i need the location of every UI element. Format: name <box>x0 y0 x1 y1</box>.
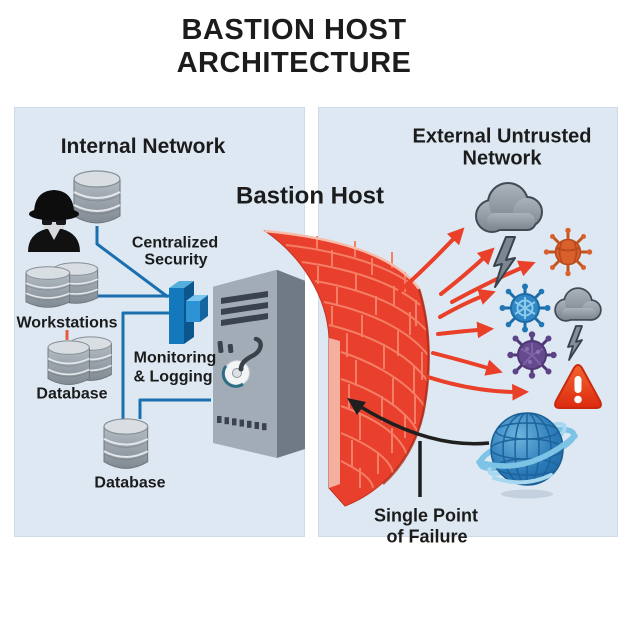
attack-arrow <box>439 247 495 296</box>
attack-arrow <box>398 227 465 293</box>
single-point-of-failure-label-line1: Single Point <box>373 505 479 526</box>
page-title-line1: BASTION HOST <box>181 13 407 46</box>
external-network-heading-line1: External Untrusted <box>412 125 592 148</box>
bastion-host-label: Bastion Host <box>235 182 385 210</box>
connection-line <box>138 398 211 419</box>
workstations-label: Workstations <box>16 314 118 332</box>
monitoring-logging-label-line1: Monitoring <box>133 349 217 367</box>
attack-arrows <box>398 227 536 401</box>
single-point-pointer-arrow <box>347 398 490 497</box>
internal-network-heading: Internal Network <box>60 134 226 158</box>
server-icon <box>212 269 306 458</box>
database-label-1: Database <box>36 385 108 403</box>
hacker-icon <box>28 190 80 252</box>
monitoring-logging-label-line2: & Logging <box>133 368 213 386</box>
attack-arrow <box>438 288 496 319</box>
database-icon <box>73 170 121 224</box>
workstations-icon <box>25 261 99 309</box>
globe-icon <box>476 412 578 499</box>
attack-arrow <box>431 351 503 376</box>
database-label-2: Database <box>94 474 166 492</box>
security-gateway-icon <box>169 281 208 344</box>
virus-icon-blue <box>499 283 551 333</box>
virus-icon-purple <box>507 331 557 379</box>
centralized-security-label-line1: Centralized <box>131 234 219 252</box>
virus-icon-orange <box>543 227 593 277</box>
attack-arrow <box>426 375 530 401</box>
storm-cloud-icon <box>554 287 602 361</box>
database-icon <box>47 335 113 386</box>
attack-arrow <box>450 260 536 304</box>
connection-line <box>121 311 169 423</box>
firewall-brick-wall <box>263 229 430 507</box>
attack-arrow <box>436 321 495 339</box>
single-point-of-failure-label-line2: of Failure <box>386 526 468 547</box>
page-title-line2: ARCHITECTURE <box>176 46 412 79</box>
external-network-heading-line2: Network <box>462 147 542 170</box>
database-icon <box>103 418 149 470</box>
centralized-security-label-line2: Security <box>144 251 208 269</box>
connection-line <box>95 226 169 299</box>
warning-icon <box>554 364 602 409</box>
network-connection-lines <box>95 226 211 423</box>
storm-cloud-icon <box>475 182 543 288</box>
lightning-icon <box>567 325 583 361</box>
lightning-icon <box>493 236 516 288</box>
